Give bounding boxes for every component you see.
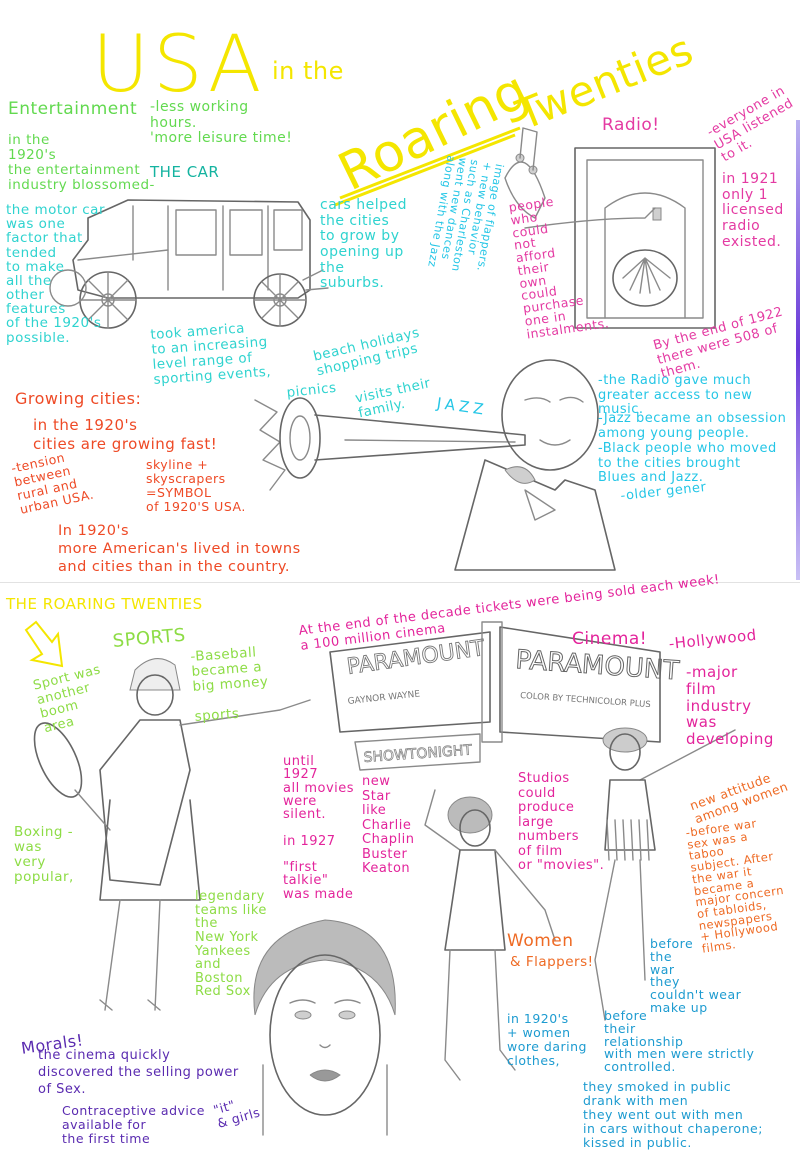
cinema-silent-note: until 1927 all movies were silent. in 19… xyxy=(283,754,355,902)
cities-tension-note: -tension between rural and urban USA. xyxy=(9,449,96,517)
cinema-studios-note: Studios could produce large numbers of f… xyxy=(518,771,605,874)
car-drawing xyxy=(48,180,329,344)
car-took-america-note: took america to an increasing level rang… xyxy=(149,320,272,389)
cities-skyline-note: skyline + skyscrapers =SYMBOL of 1920'S … xyxy=(146,457,246,514)
radio-drawing xyxy=(504,118,725,342)
entertainment-leisure-note: -less working hours. 'more leisure time! xyxy=(150,99,293,147)
morals-contraceptive-note: Contraceptive advice available for the f… xyxy=(62,1103,205,1146)
cinema-hollywood-note: -Hollywood xyxy=(667,625,758,653)
marquee-showtonight: SHOWTONIGHT xyxy=(363,742,473,766)
woman-portrait-drawing xyxy=(245,905,405,1155)
morals-cinema-note: the cinema quickly discovered the sellin… xyxy=(38,1048,239,1097)
marquee-names: GAYNOR WAYNE xyxy=(347,689,421,707)
sports-boxing-note: Boxing - was very popular, xyxy=(14,824,74,886)
women-heading: Women xyxy=(507,931,574,951)
women-smoked-note: they smoked in public drank with men the… xyxy=(583,1079,763,1150)
flapper-dancer-drawing xyxy=(405,770,575,1094)
page-edge-stripe xyxy=(796,120,800,580)
title-usa: USA xyxy=(92,20,266,110)
jazz-black-people-note: -Black people who moved to the cities br… xyxy=(598,441,777,486)
radio-everyone-note: -everyone in USA listened to it. xyxy=(704,83,797,166)
sports-baseball-note: -Baseball became a big money sports xyxy=(189,644,269,726)
title-underline xyxy=(330,126,530,214)
women-taboo-note: -before war sex was a taboo subject. Aft… xyxy=(684,816,785,956)
jazz-radio-access-note: -the Radio gave much greater access to n… xyxy=(598,373,753,418)
cities-heading: Growing cities: xyxy=(15,389,142,408)
car-heading: THE CAR xyxy=(150,163,220,181)
women-flappers-heading: & Flappers! xyxy=(510,954,594,970)
cinema-industry-note: -major film industry was developing xyxy=(686,663,774,749)
arrow-down-right-icon xyxy=(22,620,67,674)
women-makeup-note: before the war they couldn't wear make u… xyxy=(650,936,742,1015)
section-divider xyxy=(0,582,800,583)
jazz-obsession-note: -Jazz became an obsession among young pe… xyxy=(598,411,787,441)
entertainment-blossomed-note: in the 1920's the entertainment industry… xyxy=(8,132,155,194)
paramount-marquee-drawing: PARAMOUNT PARAMOUNT GAYNOR WAYNE COLOR B… xyxy=(320,612,681,791)
cinema-stars-note: new Star like Charlie Chaplin Buster Kea… xyxy=(362,774,415,877)
title-in-the: in the xyxy=(272,57,344,85)
radio-1921-note: in 1921 only 1 licensed radio existed. xyxy=(722,171,784,250)
jazz-trumpeter-drawing xyxy=(254,359,635,574)
radio-heading: Radio! xyxy=(602,115,660,135)
cities-growing-note: in the 1920's cities are growing fast! xyxy=(33,416,218,453)
cities-towns-note: In 1920's more American's lived in towns… xyxy=(58,523,301,576)
roaring-twenties-heading: THE ROARING TWENTIES xyxy=(6,595,203,613)
tennis-player-drawing xyxy=(30,650,311,1024)
flapper-fringe-dress-drawing xyxy=(585,720,755,1054)
car-cities-note: cars helped the cities to grow by openin… xyxy=(320,197,408,292)
sports-heading: SPORTS xyxy=(111,624,187,652)
cinema-heading: Cinema! xyxy=(572,629,648,649)
entertainment-heading: Entertainment xyxy=(8,99,138,119)
sports-teams-note: legendary teams like the New York Yankee… xyxy=(195,889,267,1000)
car-motor-car-note: the motor car was one factor that tended… xyxy=(6,202,105,346)
marquee-technicolor: COLOR BY TECHNICOLOR PLUS xyxy=(520,691,651,710)
women-relationship-note: before their relationship with men were … xyxy=(604,1008,755,1074)
women-clothes-note: in 1920's + women wore daring clothes, xyxy=(507,1011,587,1068)
